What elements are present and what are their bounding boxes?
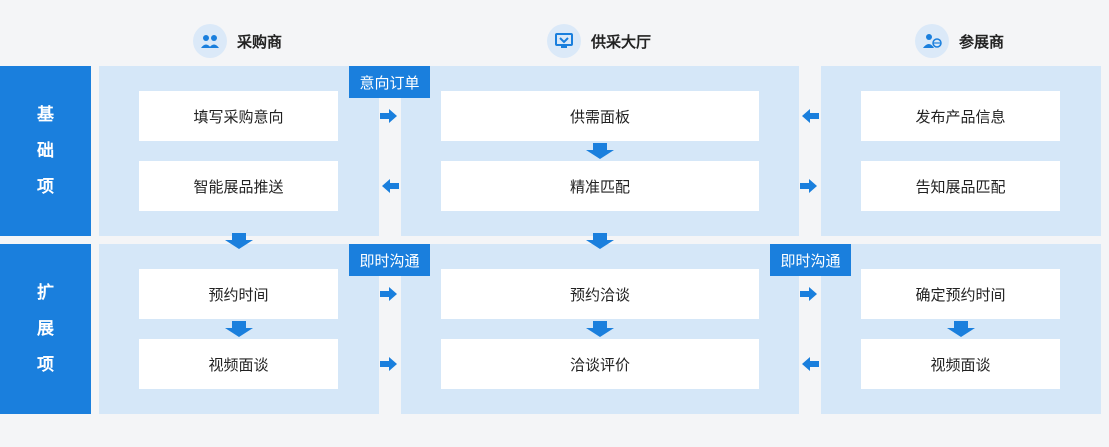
row-label-extended-char: 扩: [37, 283, 54, 303]
tag-instant-comm: 即时沟通: [770, 244, 851, 276]
arrow-left-icon: [802, 357, 819, 371]
row-label-basic-char: 项: [37, 177, 54, 197]
header-hall-label: 供采大厅: [591, 32, 652, 51]
box-book-time: 预约时间: [139, 269, 338, 319]
arrow-right-icon: [380, 357, 397, 371]
box-video-meeting: 视频面谈: [861, 339, 1060, 389]
tag-instant-comm: 即时沟通: [349, 244, 430, 276]
arrow-down-icon: [225, 233, 253, 249]
arrow-left-icon: [382, 179, 399, 193]
box-video-meeting: 视频面谈: [139, 339, 338, 389]
arrow-down-icon: [586, 233, 614, 249]
row-label-basic-char: 基: [37, 105, 54, 125]
box-precise-match: 精准匹配: [441, 161, 759, 211]
box-fill-purchase-intent: 填写采购意向: [139, 91, 338, 141]
arrow-down-icon: [586, 321, 614, 337]
box-negotiation-review: 洽谈评价: [441, 339, 759, 389]
row-label-extended-char: 展: [37, 319, 54, 339]
header-buyer-label: 采购商: [237, 32, 283, 51]
arrow-down-icon: [586, 143, 614, 159]
row-label-extended: 扩 展 项: [0, 244, 91, 414]
arrow-right-icon: [800, 179, 817, 193]
tag-intent-order: 意向订单: [349, 66, 430, 98]
box-smart-product-push: 智能展品推送: [139, 161, 338, 211]
monitor-icon: [547, 24, 581, 58]
row-label-extended-char: 项: [37, 355, 54, 375]
arrow-right-icon: [800, 287, 817, 301]
box-publish-product-info: 发布产品信息: [861, 91, 1060, 141]
header-exhibitor-label: 参展商: [959, 32, 1005, 51]
row-label-basic: 基 础 项: [0, 66, 91, 236]
arrow-left-icon: [802, 109, 819, 123]
arrow-down-icon: [225, 321, 253, 337]
box-supply-demand-board: 供需面板: [441, 91, 759, 141]
box-notify-product-match: 告知展品匹配: [861, 161, 1060, 211]
user-globe-icon: [915, 24, 949, 58]
header-buyer: 采购商: [193, 22, 282, 60]
header-exhibitor: 参展商: [915, 22, 1004, 60]
box-book-negotiation: 预约洽谈: [441, 269, 759, 319]
header-hall: 供采大厅: [547, 22, 651, 60]
box-confirm-booking-time: 确定预约时间: [861, 269, 1060, 319]
arrow-right-icon: [380, 109, 397, 123]
row-label-basic-char: 础: [37, 141, 54, 161]
arrow-right-icon: [380, 287, 397, 301]
users-icon: [193, 24, 227, 58]
arrow-down-icon: [947, 321, 975, 337]
